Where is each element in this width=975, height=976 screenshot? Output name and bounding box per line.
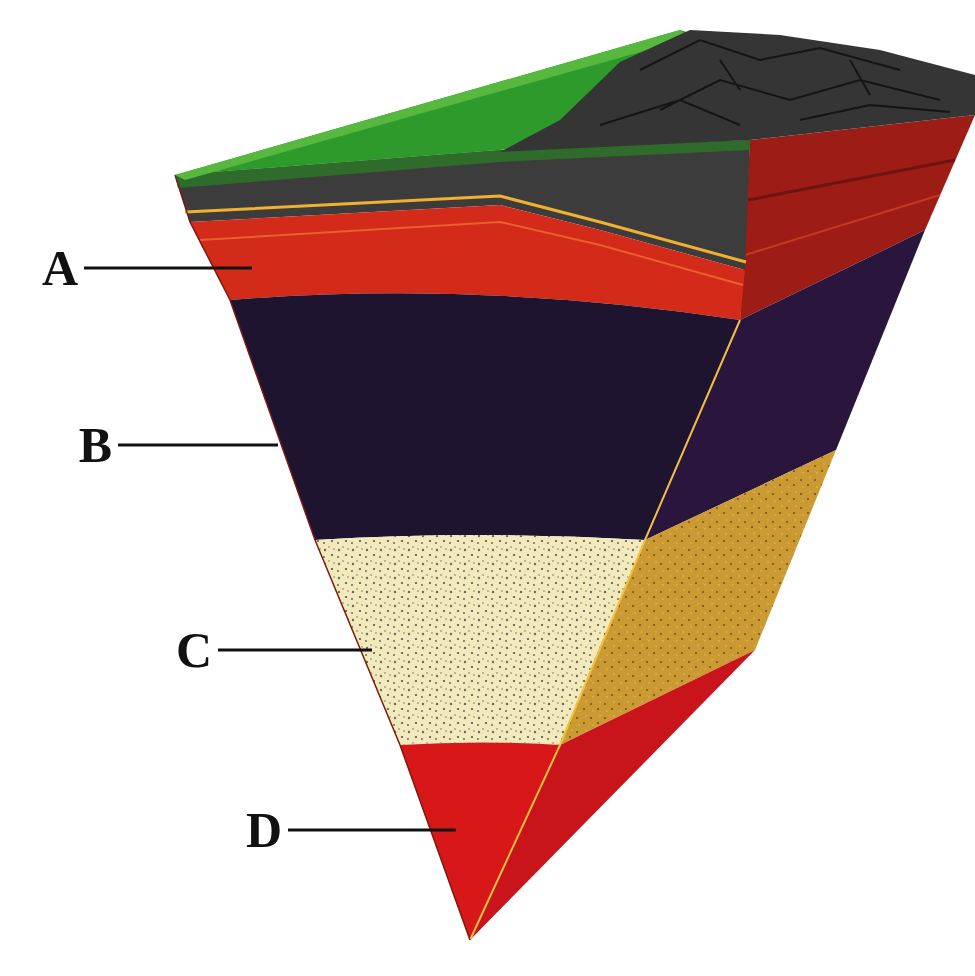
- layer-label: D: [246, 805, 282, 855]
- layer-label: C: [176, 625, 212, 675]
- layer-label: A: [42, 243, 78, 293]
- layer-label: B: [79, 420, 112, 470]
